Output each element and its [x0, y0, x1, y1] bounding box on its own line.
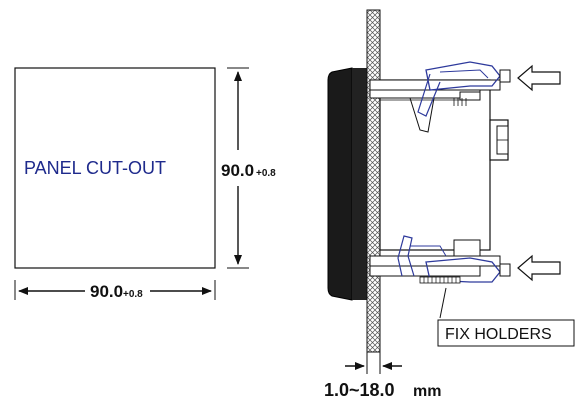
thickness-dimension: 1.0~18.0 mm — [324, 352, 441, 400]
push-arrow-bottom — [517, 254, 561, 282]
fix-holders-callout: FIX HOLDERS — [437, 287, 575, 347]
thickness-range: 1.0~18.0 — [324, 380, 395, 400]
height-value: 90.0 — [221, 161, 254, 180]
screw-thread-bottom — [419, 276, 461, 284]
cutout-square — [14, 67, 216, 269]
cutout-label: PANEL CUT-OUT — [24, 158, 166, 178]
screw-thread-top — [453, 98, 467, 106]
instrument-housing — [379, 79, 491, 251]
width-tolerance: +0.8 — [123, 289, 143, 300]
width-dimension: 90.0 +0.8 — [14, 280, 216, 301]
fix-holder-top — [369, 61, 511, 133]
fix-holder-bottom — [369, 235, 511, 284]
front-bezel — [327, 67, 353, 301]
thickness-unit: mm — [413, 383, 441, 400]
width-value: 90.0 — [90, 282, 123, 301]
fix-holders-label: FIX HOLDERS — [445, 326, 552, 343]
fix-holders-box — [437, 319, 575, 347]
panel-cutout-view: PANEL CUT-OUT 90.0 +0.8 90.0 +0.8 — [14, 67, 276, 301]
height-tolerance: +0.8 — [256, 168, 276, 179]
push-arrow-top — [517, 64, 561, 92]
rear-connector — [489, 119, 509, 161]
height-dimension: 90.0 +0.8 — [221, 67, 276, 269]
mounting-panel — [366, 9, 381, 353]
side-view: FIX HOLDERS 1.0~18.0 mm — [324, 9, 575, 400]
